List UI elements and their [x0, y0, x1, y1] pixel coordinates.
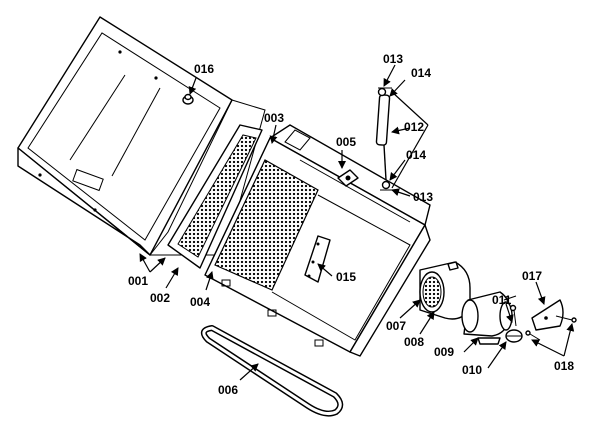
leader-016: [188, 77, 197, 95]
callout-017: 017: [522, 269, 542, 283]
leader-010: [487, 341, 507, 369]
gas-strut-part: [375, 87, 392, 191]
screen-frame-part: [167, 124, 263, 269]
callout-008: 008: [404, 335, 424, 349]
leader-017: [535, 281, 546, 305]
callout-016: 016: [194, 62, 214, 76]
callout-001: 001: [128, 274, 148, 288]
bracket-plate-part: [304, 235, 331, 283]
leader-002: [165, 267, 179, 289]
callout-010: 010: [462, 363, 482, 377]
bolt-hole-mark: [93, 208, 97, 212]
leader-007: [399, 299, 421, 319]
leader-004: [205, 271, 214, 291]
callout-013-top: 013: [383, 52, 403, 66]
callout-012: 012: [404, 120, 424, 134]
belt-part: [200, 325, 344, 417]
leader-012c: [391, 124, 429, 189]
leader-lines: [139, 64, 575, 381]
latch-part: [337, 169, 359, 187]
leader-015: [317, 263, 333, 277]
callout-007: 007: [386, 319, 406, 333]
callout-004: 004: [190, 295, 210, 309]
leader-006: [239, 363, 259, 381]
leader-013b: [391, 188, 411, 197]
leader-009: [463, 337, 479, 353]
callout-014-bottom: 014: [406, 148, 426, 162]
leader-014b: [389, 159, 406, 181]
leader-001b: [139, 253, 151, 273]
knob-part: [182, 93, 194, 105]
callout-002: 002: [150, 291, 170, 305]
leader-018a: [563, 323, 575, 357]
hood-cover-part: [17, 16, 266, 256]
callout-006: 006: [218, 383, 238, 397]
mesh-panel: [214, 159, 319, 291]
clamp-bracket-part: [525, 299, 577, 341]
callout-018: 018: [554, 359, 574, 373]
leader-011: [505, 303, 514, 323]
leader-008: [419, 311, 435, 335]
callout-014-top: 014: [411, 66, 431, 80]
leader-001: [149, 257, 166, 273]
callout-011: 011: [492, 293, 512, 307]
motor-part: [461, 291, 517, 345]
callout-013-bottom: 013: [413, 190, 433, 204]
bolt-hole-mark: [154, 76, 158, 80]
leader-014a: [389, 79, 406, 97]
bolt-hole-mark: [38, 173, 42, 177]
leader-012b: [391, 91, 429, 126]
callout-003: 003: [264, 111, 284, 125]
callout-005: 005: [336, 135, 356, 149]
callout-015: 015: [336, 270, 356, 284]
bolt-hole-mark: [118, 50, 122, 54]
callout-labels: 001 002 003 004 005 006 007 008 009 010 …: [128, 52, 574, 397]
end-cap-part: [505, 304, 523, 343]
callout-009: 009: [434, 345, 454, 359]
leader-003: [269, 124, 278, 144]
leader-018b: [531, 339, 565, 357]
leader-012a: [391, 126, 411, 135]
leader-013a: [383, 64, 396, 87]
